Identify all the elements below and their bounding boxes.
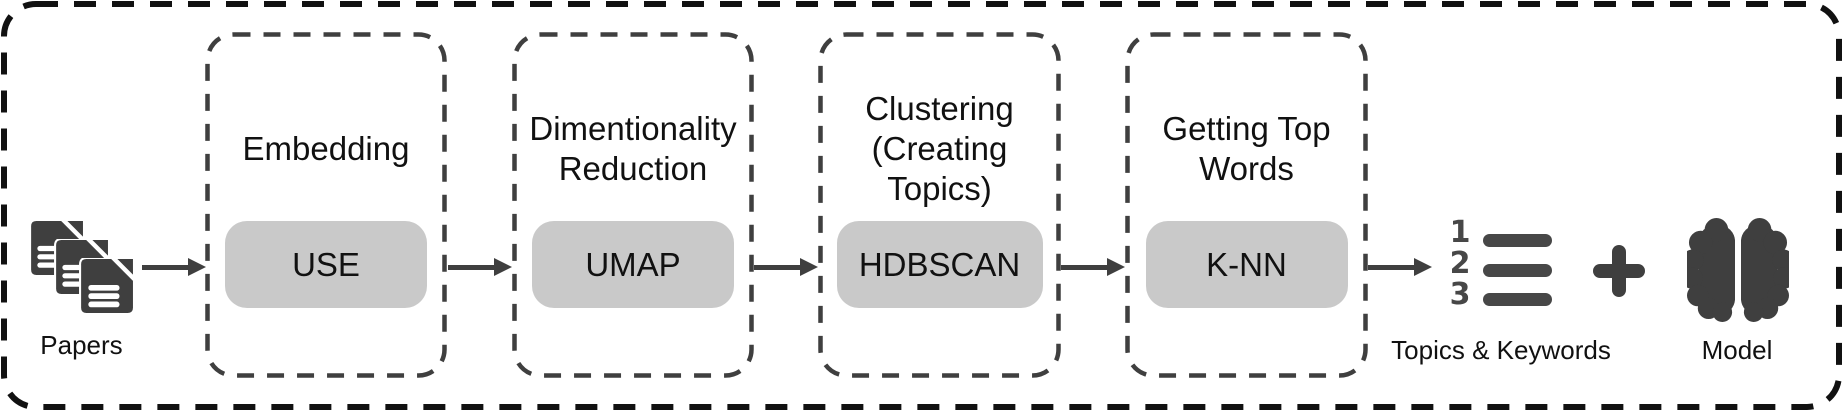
method-node-use: USE [225, 221, 427, 308]
list-line [1483, 293, 1552, 306]
arrow-shaft [448, 265, 495, 270]
arrow-head [1414, 258, 1432, 276]
flow-arrow [1061, 253, 1125, 281]
stage-dimensionality-reduction: Dimentionality Reduction UMAP [512, 32, 754, 378]
list-number: 1 [1449, 215, 1471, 250]
method-node-knn: K-NN [1145, 221, 1348, 308]
stage-title: Clustering (Creating Topics) [865, 89, 1014, 208]
stage-dashed-border [1125, 32, 1368, 378]
list-number: 2 [1449, 246, 1471, 281]
stage-title: Embedding [242, 129, 410, 167]
plus-icon [1593, 245, 1645, 297]
stage-dashed-border [512, 32, 754, 378]
stage-clustering: Clustering (Creating Topics) HDBSCAN [818, 32, 1061, 378]
topics-keywords-label: Topics & Keywords [1391, 335, 1611, 365]
arrow-shaft [142, 265, 189, 270]
numbered-list-icon: 1 2 3 [1446, 217, 1554, 312]
flow-arrow [754, 253, 818, 281]
list-line [1483, 234, 1552, 247]
arrow-shaft [754, 265, 801, 270]
stage-getting-top-words: Getting Top Words K-NN [1125, 32, 1368, 378]
list-number: 3 [1449, 277, 1471, 312]
stage-title: Dimentionality Reduction [529, 109, 737, 187]
arrow-head [1107, 258, 1125, 276]
stage-dashed-border [818, 32, 1061, 378]
flow-arrow [448, 253, 512, 281]
model-label: Model [1701, 335, 1773, 365]
flow-arrow [142, 253, 206, 281]
arrow-shaft [1368, 265, 1415, 270]
papers-stack-icon [28, 218, 138, 318]
document-icon [79, 258, 134, 314]
method-node-hdbscan: HDBSCAN [836, 221, 1043, 308]
plus-vertical-bar [1612, 245, 1626, 297]
input-label: Papers [40, 330, 123, 360]
brain-icon [1687, 218, 1789, 322]
stage-title: Getting Top Words [1162, 109, 1331, 187]
arrow-head [800, 258, 818, 276]
arrow-head [494, 258, 512, 276]
stage-dashed-border [205, 32, 447, 378]
list-numbers: 1 2 3 [1446, 217, 1474, 310]
arrow-head [188, 258, 206, 276]
method-node-umap: UMAP [532, 221, 734, 308]
flow-arrow [1368, 253, 1432, 281]
list-line [1483, 264, 1552, 277]
arrow-shaft [1061, 265, 1108, 270]
stage-embedding: Embedding USE [205, 32, 447, 378]
